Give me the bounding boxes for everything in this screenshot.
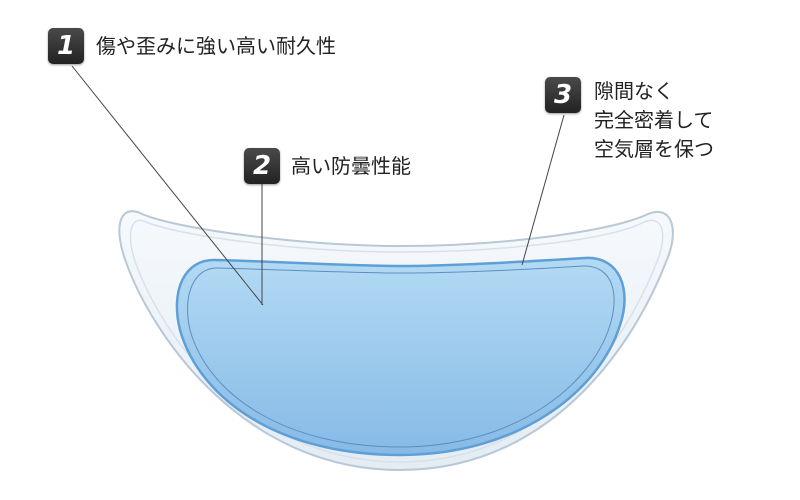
callout-label-3: 隙間なく 完全密着して 空気層を保つ: [594, 77, 714, 164]
callout-label-2: 高い防曇性能: [291, 154, 411, 178]
callout-badge-3: 3: [545, 77, 581, 113]
callout-label-3-line-2: 完全密着して: [594, 108, 714, 132]
leader-line-3: [521, 114, 565, 266]
inner-blue-lens-rim: [187, 265, 615, 448]
callout-label-1: 傷や歪みに強い高い耐久性: [96, 34, 336, 58]
callout-label-3-line-3: 空気層を保つ: [594, 137, 714, 161]
callout-badge-1: 1: [48, 28, 84, 64]
leader-line-1: [71, 65, 264, 306]
callout-label-3-line-1: 隙間なく: [594, 79, 674, 103]
outer-lens-inner-edge: [129, 219, 664, 463]
inner-blue-lens: [175, 256, 626, 457]
callout-badge-2: 2: [244, 148, 280, 184]
